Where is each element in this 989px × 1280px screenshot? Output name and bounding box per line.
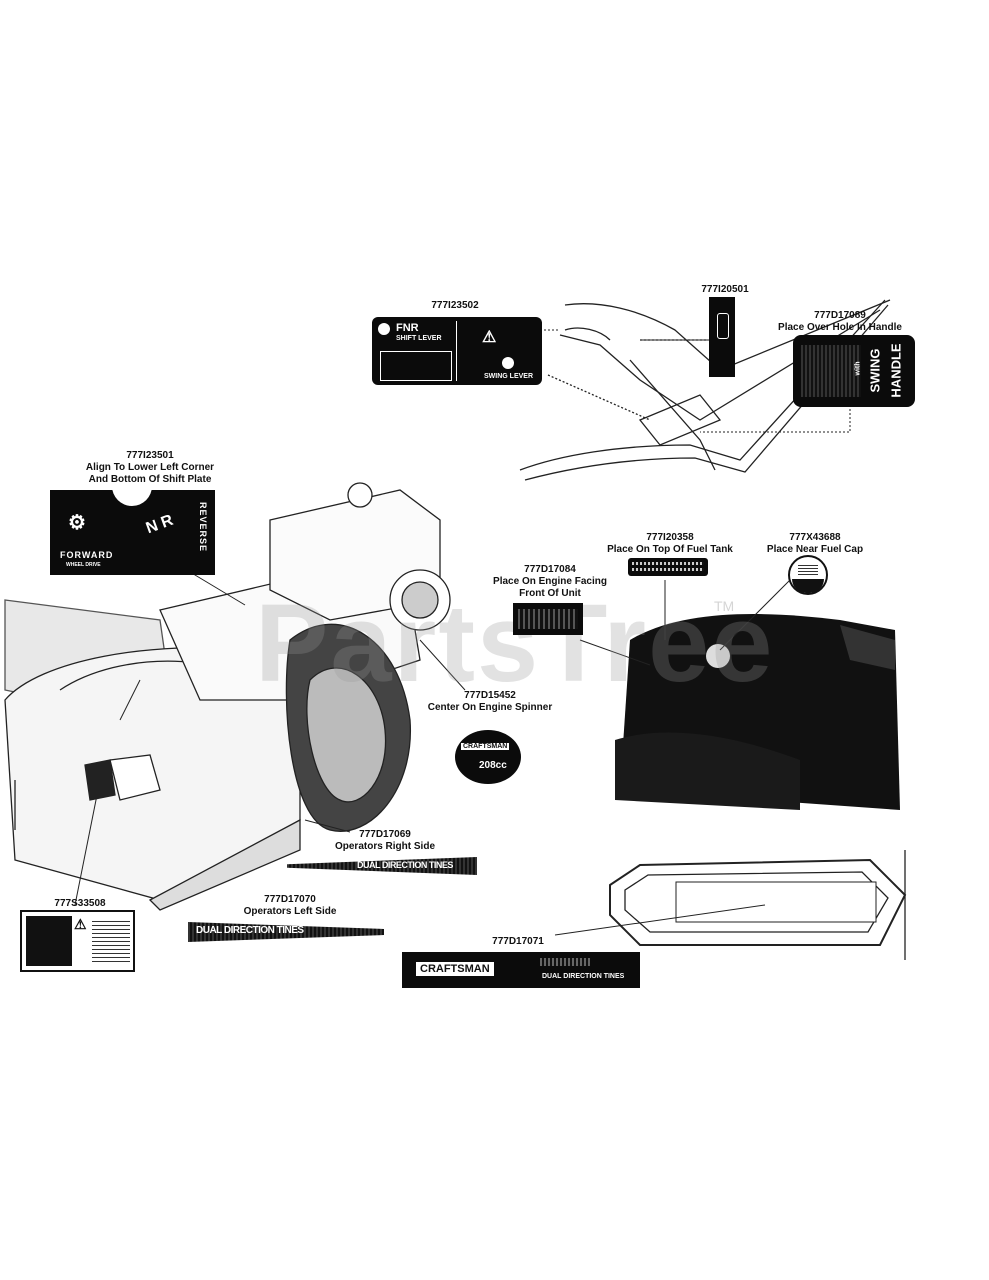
- decal-bottom-brand: CRAFTSMAN DUAL DIRECTION TINES: [402, 952, 640, 988]
- decal-notch: [112, 486, 152, 506]
- decal-forward-text: FORWARD: [60, 550, 114, 560]
- placement-note: Place On Top Of Fuel Tank: [607, 544, 733, 555]
- spinner-cc-text: 208cc: [479, 760, 507, 771]
- part-number: 777I20358: [646, 532, 694, 543]
- part-number: 777D17070: [264, 894, 316, 905]
- placement-note: Align To Lower Left Corner: [85, 462, 215, 473]
- part-number: 777X43688: [789, 532, 841, 543]
- decal-with-text: with: [854, 361, 862, 376]
- spinner-brand-text: CRAFTSMAN: [461, 743, 510, 750]
- decal-swing-lever-text: SWING LEVER: [484, 373, 534, 380]
- decal-warning-label: ⚠: [20, 910, 135, 972]
- decal-pattern: [92, 918, 130, 962]
- part-number: 777I23501: [126, 450, 174, 461]
- decal-fuel-cap-round: [788, 555, 828, 595]
- decal-fuel-tank: [628, 558, 708, 576]
- part-number: 777D17084: [524, 564, 576, 575]
- decal-handle-text: HANDLE: [888, 343, 904, 398]
- placement-note: Center On Engine Spinner: [427, 702, 553, 713]
- decal-vertical-strip: [709, 297, 735, 377]
- placement-note: Operators Left Side: [243, 906, 337, 917]
- warning-icon: ⚠: [482, 329, 497, 346]
- placement-note: And Bottom Of Shift Plate: [88, 474, 212, 485]
- decal-dark-panel: [26, 916, 72, 966]
- decal-reverse-text: REVERSE: [198, 501, 209, 553]
- decal-half-fill: [792, 579, 824, 593]
- decal-pattern: [518, 609, 578, 629]
- placement-note: Place On Engine Facing: [493, 576, 607, 587]
- part-label-777I20358: 777I20358 Place On Top Of Fuel Tank: [590, 532, 750, 556]
- warning-icon: ⚠: [74, 916, 87, 932]
- part-label-777D17070: 777D17070 Operators Left Side: [215, 894, 365, 918]
- decal-dot: [502, 357, 514, 369]
- part-label-777D17071: 777D17071: [492, 936, 544, 947]
- decal-wheel-drive-text: WHEEL DRIVE: [66, 562, 101, 568]
- placement-note: Operators Right Side: [334, 841, 435, 852]
- decal-engine-spinner: CRAFTSMAN 208cc: [455, 730, 521, 784]
- decal-pattern: [798, 563, 818, 575]
- part-label-777I20501: 777I20501: [701, 284, 749, 295]
- decal-fnr-text: FNR: [396, 322, 419, 334]
- decal-pattern: [540, 958, 590, 966]
- bottom-brand-text: CRAFTSMAN: [416, 962, 494, 976]
- decal-dot: [378, 323, 390, 335]
- decal-divider: [456, 321, 457, 381]
- decal-engine-front: [513, 603, 583, 635]
- gear-icon: ⚙: [68, 512, 86, 534]
- part-label-777D17069: 777D17069 Operators Right Side: [310, 829, 460, 853]
- part-label-777D17089: 777D17089 Place Over Hole In Handle: [760, 310, 920, 334]
- tine-shield-drawing: [609, 850, 907, 960]
- leader-lines: [74, 329, 851, 936]
- decal-shift-plate: ⚙ N R REVERSE FORWARD WHEEL DRIVE: [50, 486, 215, 575]
- lever-icon: [717, 313, 729, 339]
- placement-note: Front Of Unit: [519, 588, 581, 599]
- decal-pattern: [632, 568, 704, 571]
- decal-pattern: [632, 562, 704, 565]
- part-label-777I23502: 777I23502: [431, 300, 479, 311]
- part-number: 777D17089: [814, 310, 866, 321]
- part-label-777I23501: 777I23501 Align To Lower Left Corner And…: [45, 450, 255, 486]
- engine-drawing: [615, 614, 900, 810]
- decal-shift-lever: FNR SHIFT LEVER ⚠ SWING LEVER: [372, 317, 542, 385]
- part-number: 777D17069: [359, 829, 411, 840]
- decal-diagram-box: [380, 351, 452, 381]
- trademark: TM: [714, 598, 735, 614]
- part-label-777S33508: 777S33508: [54, 898, 106, 909]
- decal-shift-lever-text: SHIFT LEVER: [396, 335, 442, 342]
- decal-nr-text: N R: [143, 511, 176, 538]
- placement-note: Place Over Hole In Handle: [778, 322, 902, 333]
- tines-right-text: DUAL DIRECTION TINES: [357, 860, 453, 870]
- part-number: 777D15452: [464, 690, 516, 701]
- bottom-tines-text: DUAL DIRECTION TINES: [542, 973, 625, 980]
- decal-pattern: [801, 345, 861, 397]
- watermark: PartsTree: [255, 582, 775, 705]
- tines-left-text: DUAL DIRECTION TINES: [196, 925, 304, 936]
- part-label-777X43688: 777X43688 Place Near Fuel Cap: [750, 532, 880, 556]
- part-label-777D17084: 777D17084 Place On Engine Facing Front O…: [470, 564, 630, 600]
- decal-swing-text: SWING: [867, 348, 883, 393]
- decal-swing-handle: with SWING HANDLE: [793, 335, 915, 407]
- placement-note: Place Near Fuel Cap: [766, 544, 864, 555]
- part-label-777D15452: 777D15452 Center On Engine Spinner: [410, 690, 570, 714]
- handle-assembly-drawing: [519, 299, 891, 481]
